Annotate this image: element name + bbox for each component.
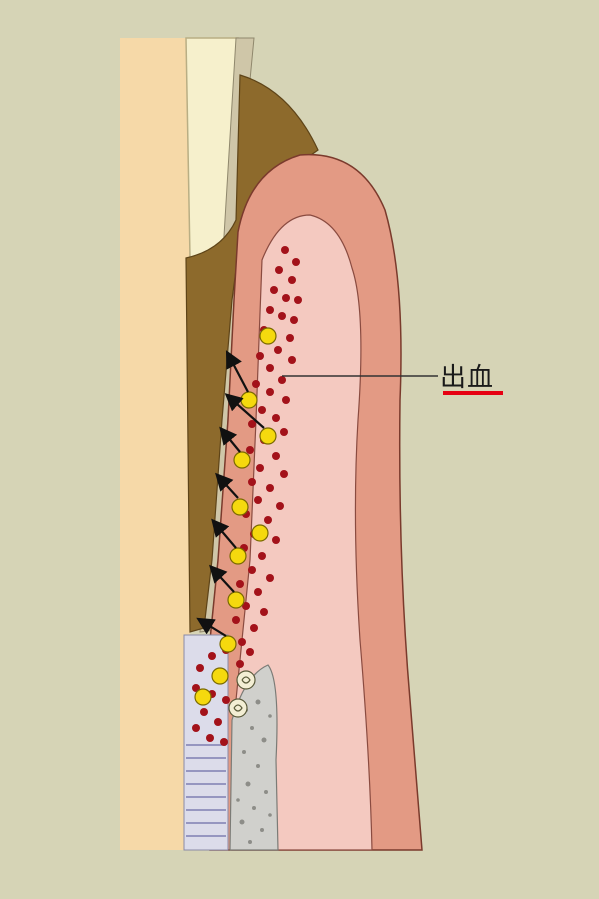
bleeding-label: 出血: [440, 357, 494, 394]
tooth-root: [120, 38, 190, 850]
